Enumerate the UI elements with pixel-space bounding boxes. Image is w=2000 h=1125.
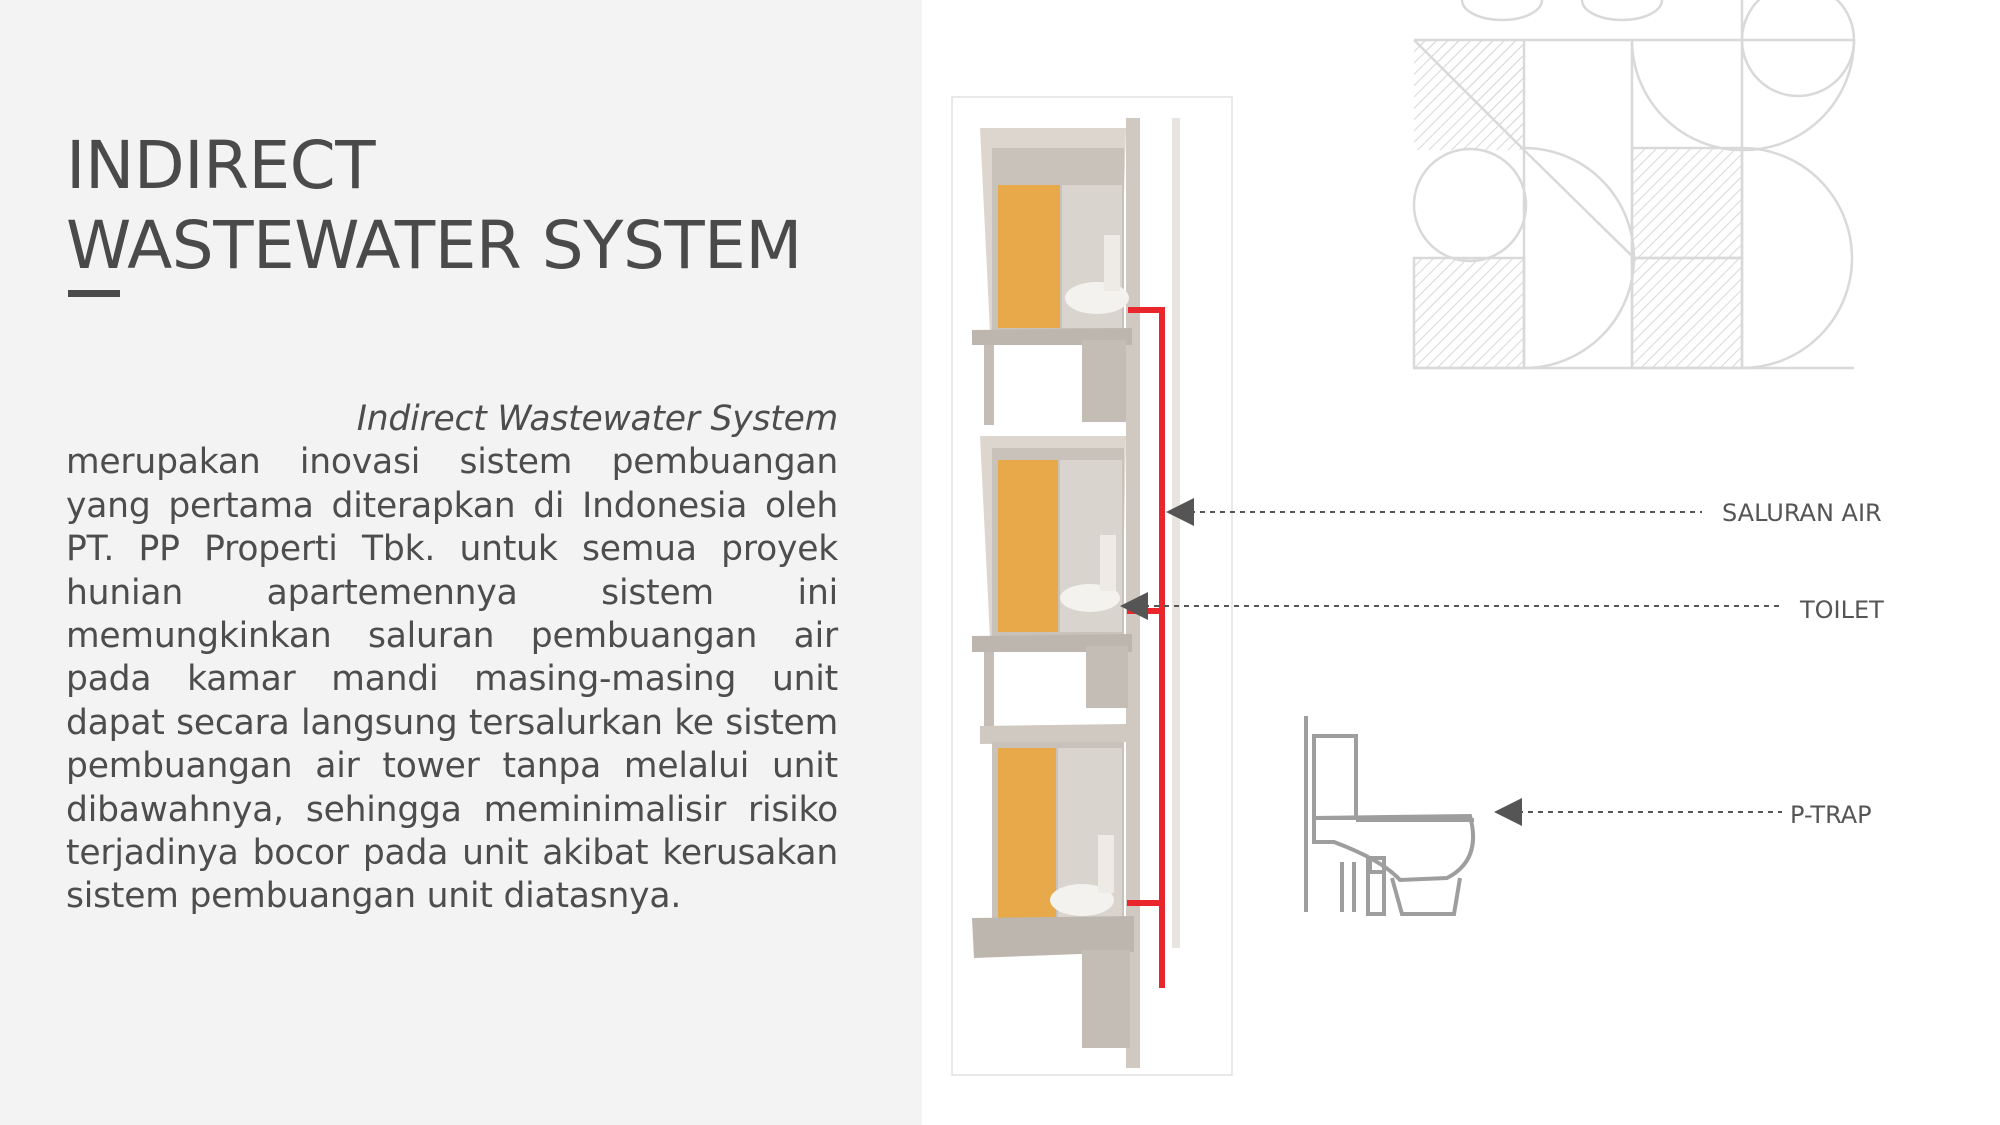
- building-section: [951, 96, 1233, 1076]
- title-underline: [68, 290, 120, 297]
- callout-label-p-trap: P-TRAP: [1790, 801, 1872, 829]
- callout-label-toilet: TOILET: [1799, 596, 1884, 624]
- diagram-svg: SALURAN AIR TOILET P-TRAP: [951, 0, 1884, 1076]
- decorative-geometric-pattern: [1412, 0, 1856, 370]
- diagram-area: SALURAN AIR TOILET P-TRAP: [922, 0, 2000, 1125]
- title-line-2: WASTEWATER SYSTEM: [66, 207, 802, 284]
- title-line-1: INDIRECT: [66, 127, 376, 204]
- page-title: INDIRECT WASTEWATER SYSTEM: [66, 126, 802, 286]
- callout-p-trap: P-TRAP: [1494, 798, 1872, 829]
- callout-saluran-air: SALURAN AIR: [1166, 498, 1882, 527]
- toilet-ptrap-illustration: [1304, 716, 1476, 916]
- description-body: merupakan inovasi sistem pembuangan yang…: [66, 442, 838, 917]
- callout-toilet: TOILET: [1120, 592, 1884, 624]
- text-panel: INDIRECT WASTEWATER SYSTEM Indirect Wast…: [0, 0, 922, 1125]
- callout-label-saluran-air: SALURAN AIR: [1722, 499, 1882, 527]
- description-lead: Indirect Wastewater System: [356, 399, 838, 439]
